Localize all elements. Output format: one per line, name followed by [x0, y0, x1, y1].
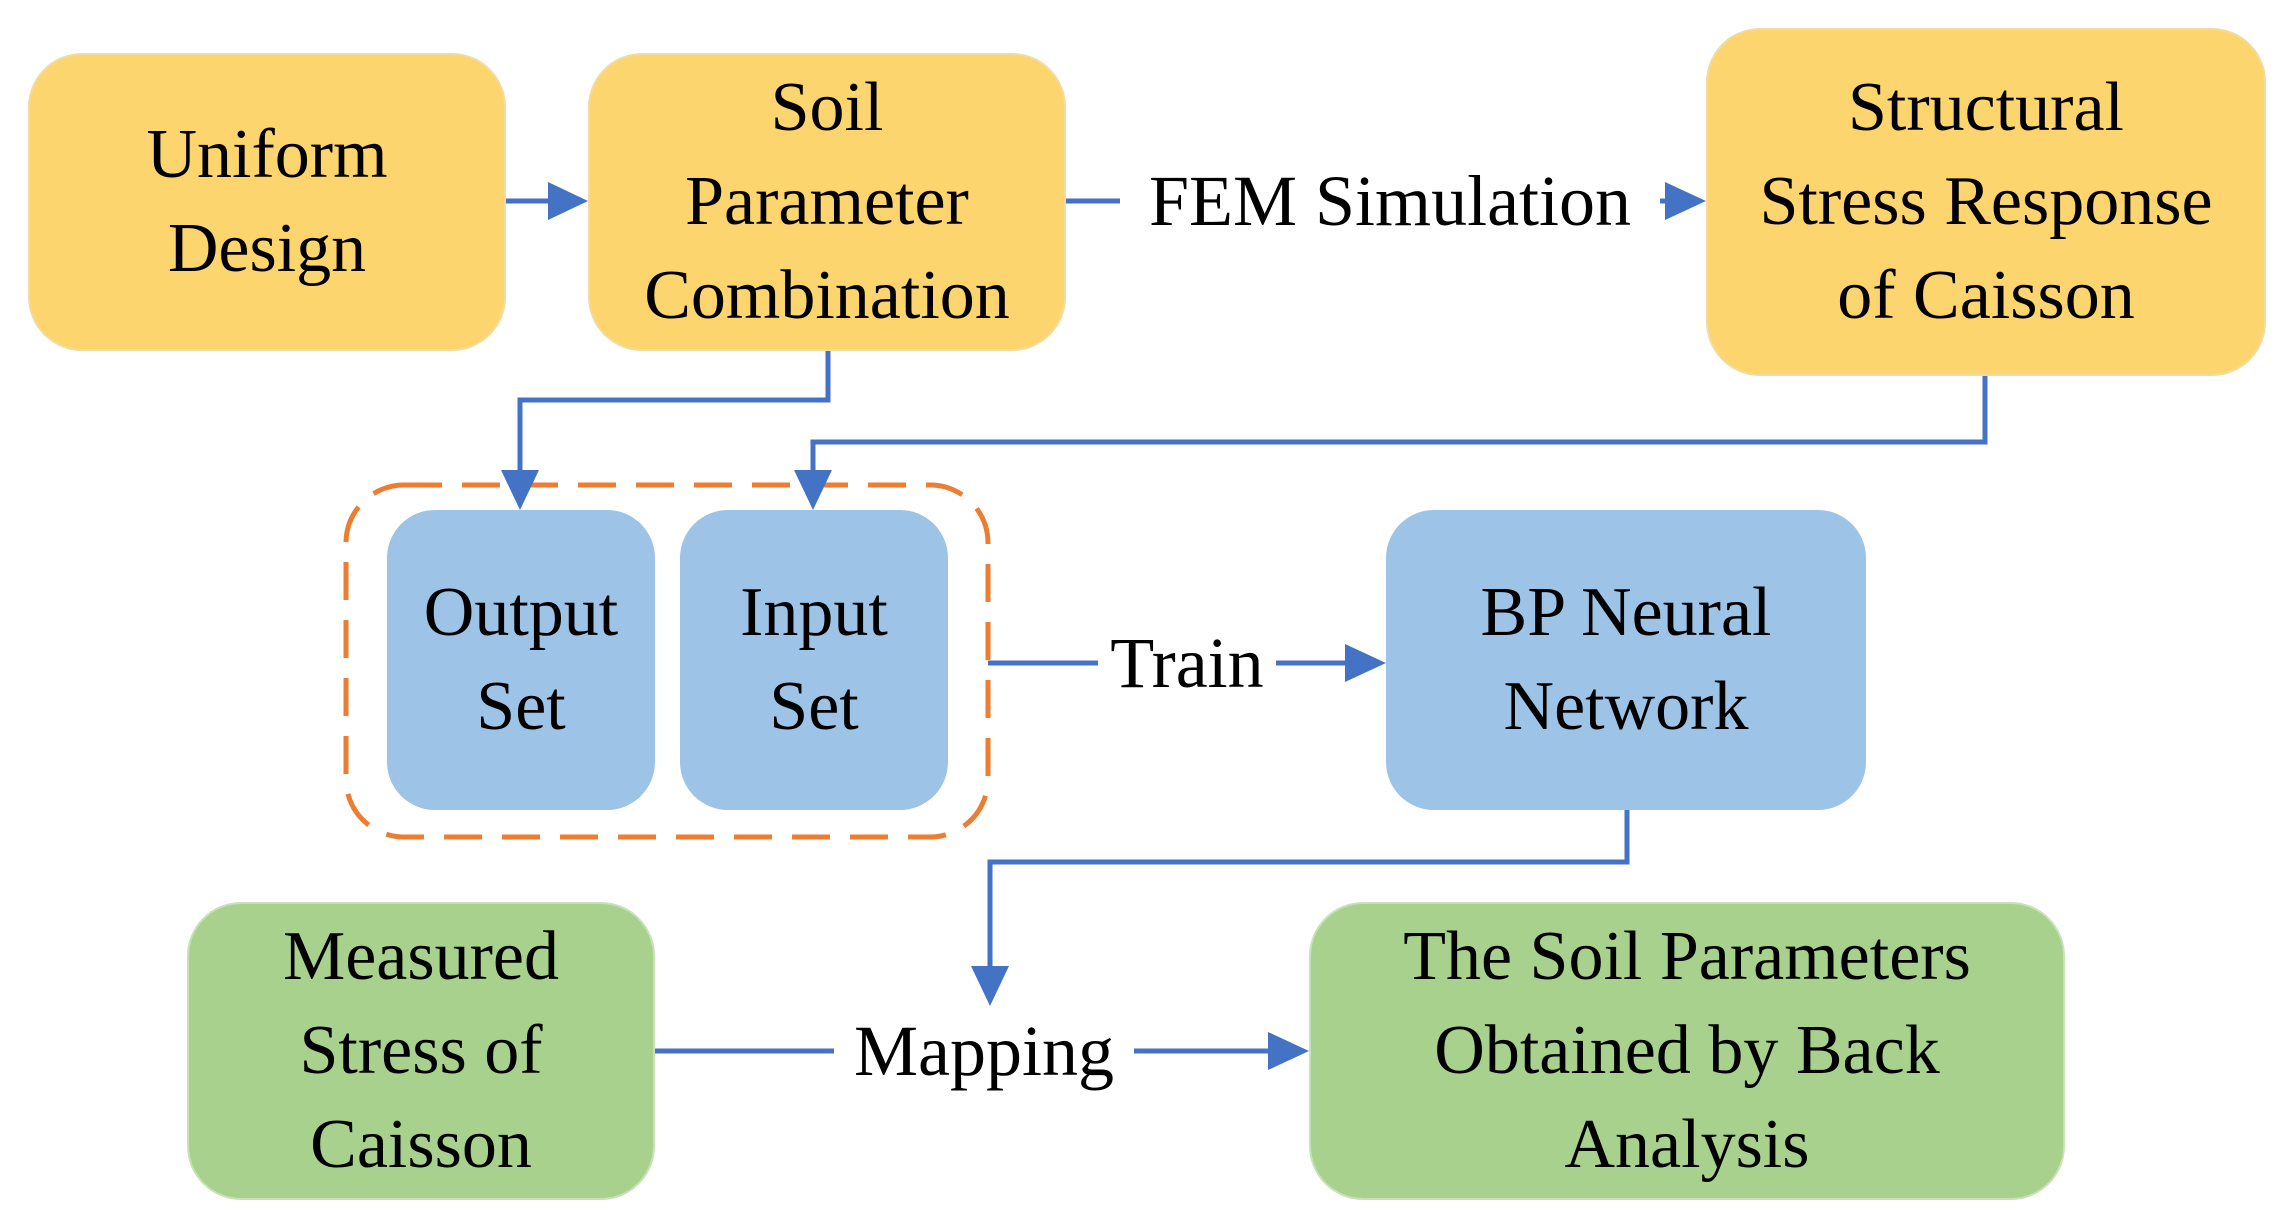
structural-stress-node: Structural Stress Response of Caisson — [1706, 28, 2266, 376]
input-set-node: Input Set — [680, 510, 948, 810]
node-line: Obtained by Back — [1434, 1012, 1940, 1089]
node-line: Structural — [1847, 69, 2125, 146]
output-set-node: Output Set — [387, 510, 655, 810]
node-line: Set — [769, 668, 859, 745]
node-line: Stress of — [299, 1012, 543, 1089]
train-label: Train — [1098, 618, 1276, 708]
soil-parameter-combination-node: Soil Parameter Combination — [588, 53, 1066, 351]
node-line: Soil — [770, 69, 884, 146]
node-line: Measured — [282, 918, 559, 995]
node-line: Caisson — [310, 1106, 532, 1183]
node-line: Output — [423, 574, 619, 651]
mapping-label: Mapping — [834, 1006, 1134, 1096]
bp-neural-network-node: BP Neural Network — [1386, 510, 1866, 810]
node-line: Stress Response — [1759, 163, 2213, 240]
node-line: The Soil Parameters — [1403, 918, 1971, 995]
node-line: Set — [476, 668, 566, 745]
dataset-group-border — [343, 482, 991, 840]
uniform-design-node: Uniform Design — [28, 53, 506, 351]
node-line: of Caisson — [1837, 257, 2135, 334]
arrow-soil-to-output — [501, 350, 831, 510]
arrow-bp-to-mapping — [971, 810, 1630, 1006]
node-line: Uniform — [146, 116, 388, 193]
soil-parameters-result-node: The Soil Parameters Obtained by Back Ana… — [1309, 902, 2065, 1200]
node-line: BP Neural — [1480, 574, 1772, 651]
arrow-uniform-to-soil — [505, 182, 588, 220]
node-line: Combination — [644, 257, 1010, 334]
node-line: Input — [740, 574, 888, 651]
node-line: Analysis — [1564, 1106, 1810, 1183]
arrow-structural-to-input — [794, 375, 1988, 510]
node-line: Design — [167, 210, 367, 287]
measured-stress-node: Measured Stress of Caisson — [187, 902, 655, 1200]
fem-simulation-label: FEM Simulation — [1120, 156, 1660, 246]
node-line: Network — [1503, 668, 1749, 745]
node-line: Parameter — [685, 163, 969, 240]
